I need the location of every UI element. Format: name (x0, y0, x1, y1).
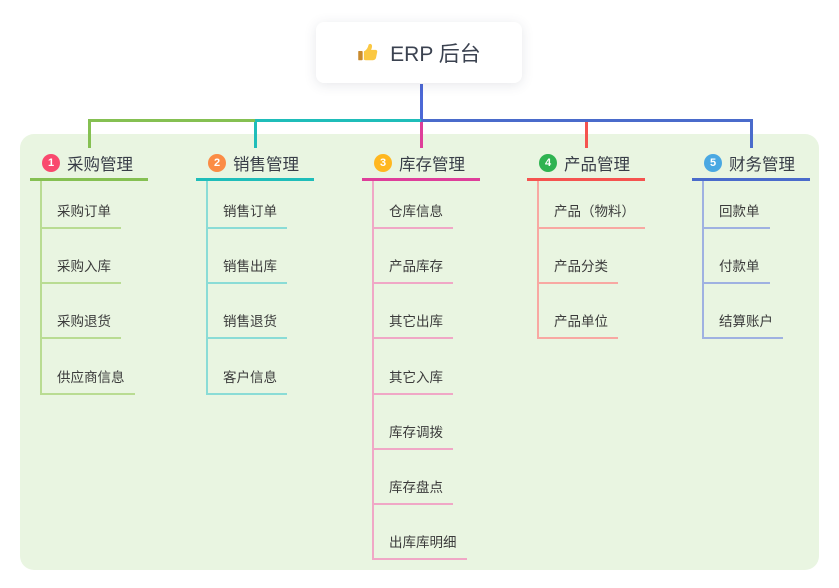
child-node-sales-3[interactable]: 客户信息 (206, 365, 287, 395)
root-connector-line (419, 84, 423, 122)
child-node-product-1[interactable]: 产品分类 (537, 254, 618, 284)
branch-node-finance[interactable]: 5 财务管理 (692, 148, 810, 181)
child-node-finance-1[interactable]: 付款单 (702, 254, 770, 284)
branch-badge-procurement: 1 (42, 154, 60, 172)
branch-stub-product (584, 122, 588, 148)
branch-node-sales[interactable]: 2 销售管理 (196, 148, 314, 181)
branch-stub-sales (253, 122, 257, 148)
branch-node-inventory[interactable]: 3 库存管理 (362, 148, 480, 181)
branch-label-finance: 财务管理 (729, 156, 795, 174)
child-node-inventory-3[interactable]: 其它入库 (372, 365, 453, 395)
child-rail-inventory (372, 181, 374, 560)
thumbs-up-icon (357, 41, 380, 64)
child-rail-product (537, 181, 539, 339)
root-node-label: ERP 后台 (390, 42, 481, 66)
branch-stub-inventory (419, 122, 423, 148)
trunk-segment-left (87, 119, 255, 122)
child-node-inventory-2[interactable]: 其它出库 (372, 309, 453, 339)
child-node-procurement-2[interactable]: 采购退货 (40, 309, 121, 339)
branch-badge-product: 4 (539, 154, 557, 172)
branch-node-product[interactable]: 4 产品管理 (527, 148, 645, 181)
child-node-inventory-6[interactable]: 出库库明细 (372, 530, 467, 560)
child-rail-finance (702, 181, 704, 339)
branch-label-product: 产品管理 (564, 156, 630, 174)
child-node-procurement-0[interactable]: 采购订单 (40, 199, 121, 229)
child-rail-sales (206, 181, 208, 395)
branch-badge-inventory: 3 (374, 154, 392, 172)
branch-label-sales: 销售管理 (233, 156, 299, 174)
child-node-inventory-4[interactable]: 库存调拨 (372, 420, 453, 450)
mindmap-panel (20, 134, 819, 570)
child-rail-procurement (40, 181, 42, 395)
child-node-product-2[interactable]: 产品单位 (537, 309, 618, 339)
child-node-inventory-5[interactable]: 库存盘点 (372, 475, 453, 505)
branch-node-procurement[interactable]: 1 采购管理 (30, 148, 148, 181)
child-node-sales-2[interactable]: 销售退货 (206, 309, 287, 339)
child-node-finance-0[interactable]: 回款单 (702, 199, 770, 229)
child-node-sales-0[interactable]: 销售订单 (206, 199, 287, 229)
trunk-segment-mid (255, 119, 421, 122)
branch-stub-finance (749, 122, 753, 148)
branch-label-inventory: 库存管理 (399, 156, 465, 174)
child-node-procurement-1[interactable]: 采购入库 (40, 254, 121, 284)
child-node-inventory-0[interactable]: 仓库信息 (372, 199, 453, 229)
trunk-segment-right (421, 119, 753, 122)
child-node-procurement-3[interactable]: 供应商信息 (40, 365, 135, 395)
branch-label-procurement: 采购管理 (67, 156, 133, 174)
child-node-finance-2[interactable]: 结算账户 (702, 309, 783, 339)
root-node[interactable]: ERP 后台 (316, 22, 522, 83)
child-node-sales-1[interactable]: 销售出库 (206, 254, 287, 284)
child-node-product-0[interactable]: 产品（物料） (537, 199, 645, 229)
child-node-inventory-1[interactable]: 产品库存 (372, 254, 453, 284)
branch-stub-procurement (87, 122, 91, 148)
branch-badge-sales: 2 (208, 154, 226, 172)
branch-badge-finance: 5 (704, 154, 722, 172)
